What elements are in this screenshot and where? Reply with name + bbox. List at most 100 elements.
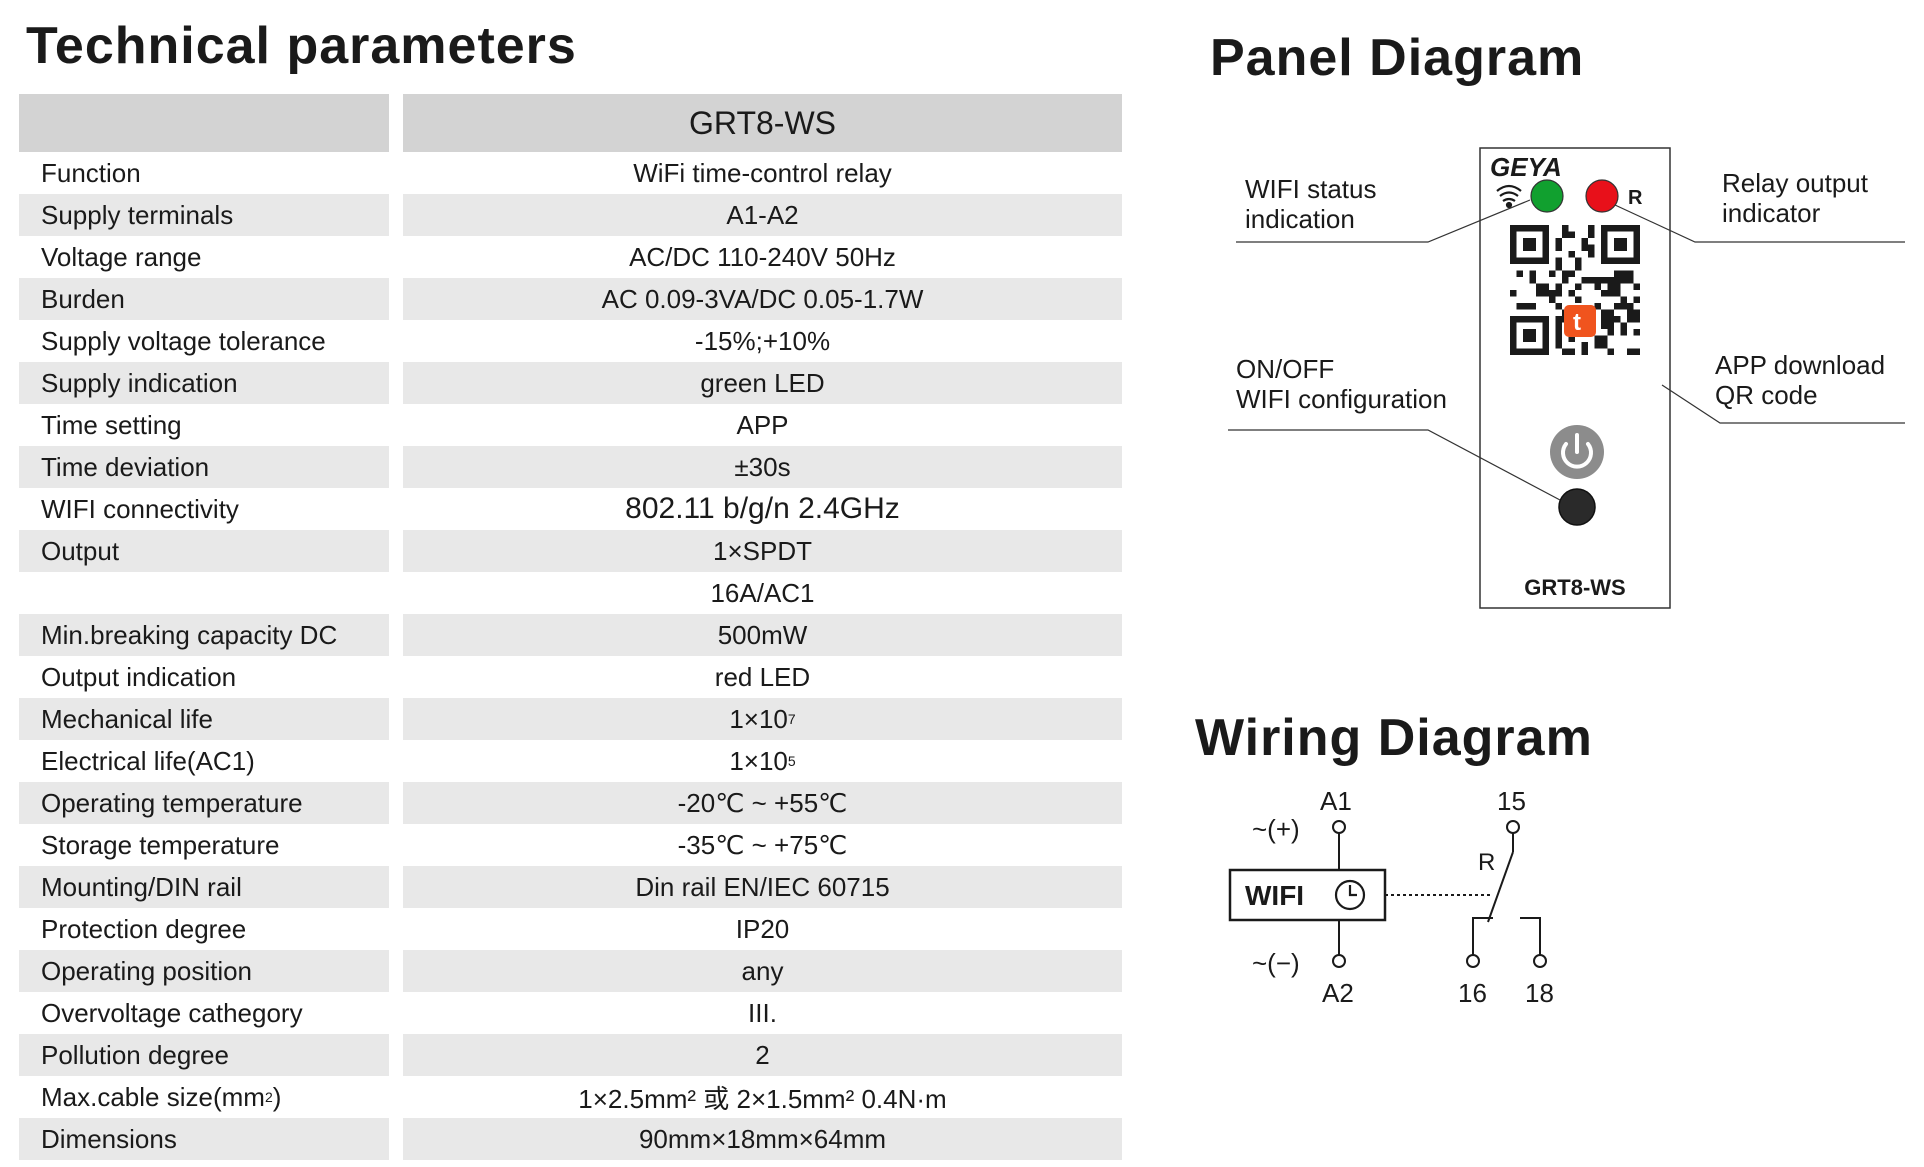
param-value: 2 <box>403 1034 1122 1076</box>
terminal-15-icon <box>1506 820 1520 834</box>
param-value: 1×SPDT <box>403 530 1122 572</box>
param-label-text: Operating temperature <box>41 787 303 818</box>
param-value: green LED <box>403 362 1122 404</box>
param-label: Voltage range <box>19 236 389 278</box>
supply-minus-label: ~(−) <box>1252 948 1300 978</box>
param-label-text: Supply terminals <box>41 199 234 230</box>
param-label-text: Max.cable size(mm <box>41 1081 265 1112</box>
param-label: Output <box>19 530 389 572</box>
param-label: Pollution degree <box>19 1034 389 1076</box>
table-row: Supply voltage tolerance -15%;+10% <box>19 320 1122 362</box>
param-value: 16A/AC1 <box>403 572 1122 614</box>
table-row: Overvoltage cathegory III. <box>19 992 1122 1034</box>
supply-plus-label: ~(+) <box>1252 814 1300 844</box>
param-value-text: -35℃ ~ +75℃ <box>677 829 848 860</box>
param-value: IP20 <box>403 908 1122 950</box>
param-value: -20℃ ~ +55℃ <box>403 782 1122 824</box>
wifi-icon <box>1496 184 1522 209</box>
param-label-text: WIFI connectivity <box>41 493 239 524</box>
clock-icon <box>1334 879 1366 911</box>
callout-onoff-line <box>1228 429 1561 501</box>
relay-switch-arm <box>1487 851 1514 923</box>
param-label: WIFI connectivity <box>19 488 389 530</box>
param-value-text: IP20 <box>735 913 790 944</box>
param-label-text: Operating position <box>41 955 253 986</box>
table-row: Operating position any <box>19 950 1122 992</box>
param-value: -35℃ ~ +75℃ <box>403 824 1122 866</box>
param-value-text: any <box>741 955 784 986</box>
red-led-icon <box>1585 179 1619 213</box>
device-model-label: GRT8-WS <box>1524 575 1625 600</box>
param-value-text: 2 <box>755 1039 770 1070</box>
terminal-18-icon <box>1533 954 1547 968</box>
relay-r-label: R <box>1628 187 1643 209</box>
param-label: Output indication <box>19 656 389 698</box>
table-row: Operating temperature -20℃ ~ +55℃ <box>19 782 1122 824</box>
param-label-text: Function <box>41 157 141 188</box>
param-value-text: AC 0.09-3VA/DC 0.05-1.7W <box>601 283 924 314</box>
table-row: Output 1×SPDT <box>19 530 1122 572</box>
param-label-text: Time deviation <box>41 451 210 482</box>
callout-app-qr-2: QR code <box>1715 380 1818 410</box>
table-row: Time setting APP <box>19 404 1122 446</box>
param-label-tail: ) <box>272 1081 282 1112</box>
brand-logo: GEYA <box>1490 152 1562 182</box>
param-label-text: Output <box>41 535 120 566</box>
param-value: ±30s <box>403 446 1122 488</box>
param-label-text: Supply voltage tolerance <box>41 325 326 356</box>
table-row: Time deviation ±30s <box>19 446 1122 488</box>
terminal-16-icon <box>1466 954 1480 968</box>
param-label: Overvoltage cathegory <box>19 992 389 1034</box>
table-row: WIFI connectivity 802.11 b/g/n 2.4GHz <box>19 488 1122 530</box>
param-value-text: A1-A2 <box>726 199 799 230</box>
param-value: any <box>403 950 1122 992</box>
param-value-text: 16A/AC1 <box>710 577 815 608</box>
terminal-18-label: 18 <box>1525 978 1554 1008</box>
param-label-text: Min.breaking capacity DC <box>41 619 338 650</box>
callout-wifi-status: WIFI status <box>1245 174 1376 204</box>
param-label: Time setting <box>19 404 389 446</box>
param-label: Supply terminals <box>19 194 389 236</box>
param-value: 1×2.5mm² 或 2×1.5mm² 0.4N·m <box>403 1076 1122 1118</box>
callout-onoff-2: WIFI configuration <box>1236 384 1447 414</box>
param-value: Din rail EN/IEC 60715 <box>403 866 1122 908</box>
table-row: Protection degree IP20 <box>19 908 1122 950</box>
relay-r-label-wiring: R <box>1478 849 1495 876</box>
wiring-diagram: A1 ~(+) WIFI ~(−) A2 15 R 16 18 <box>1228 786 1554 1008</box>
param-value-text: Din rail EN/IEC 60715 <box>635 871 890 902</box>
param-value-text: AC/DC 110-240V 50Hz <box>629 241 896 272</box>
table-header-row: GRT8-WS <box>19 94 1122 152</box>
param-value-text: 1×10 <box>729 745 788 776</box>
callout-relay-line <box>1614 204 1905 243</box>
param-value-text: -15%;+10% <box>694 325 831 356</box>
param-label: Function <box>19 152 389 194</box>
onoff-config-button[interactable] <box>1558 488 1596 526</box>
panel-diagram: GEYA R t GRT8-WS WIFI status indication … <box>1228 147 1905 609</box>
terminal-a2-label: A2 <box>1322 978 1354 1008</box>
param-value-text: 1×SPDT <box>713 535 812 566</box>
power-icon <box>1561 433 1593 469</box>
param-value-text: 802.11 b/g/n 2.4GHz <box>625 492 900 525</box>
param-value: AC 0.09-3VA/DC 0.05-1.7W <box>403 278 1122 320</box>
terminal-16-label: 16 <box>1458 978 1487 1008</box>
callout-wifi-line <box>1236 199 1531 243</box>
param-value: III. <box>403 992 1122 1034</box>
param-label: Time deviation <box>19 446 389 488</box>
param-value: APP <box>403 404 1122 446</box>
table-row: Min.breaking capacity DC 500mW <box>19 614 1122 656</box>
param-value-text: 500mW <box>717 619 808 650</box>
param-label: Protection degree <box>19 908 389 950</box>
callout-relay-output-2: indicator <box>1722 198 1821 228</box>
terminal-15-label: 15 <box>1497 786 1526 816</box>
param-label <box>19 572 389 614</box>
terminal-a1-icon <box>1332 820 1346 834</box>
